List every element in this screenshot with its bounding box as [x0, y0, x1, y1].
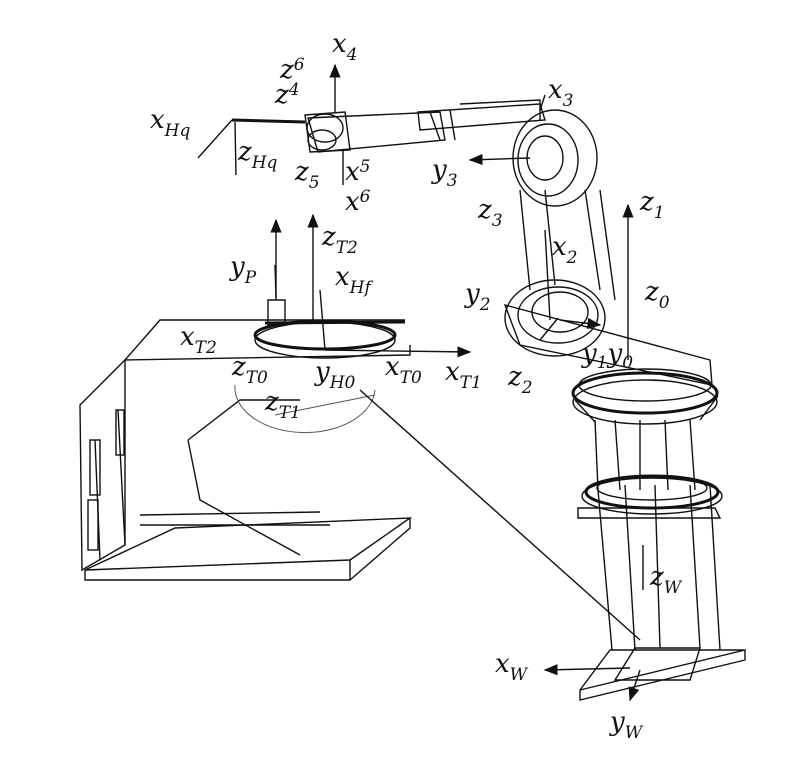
label-zHq: zHq [237, 137, 278, 173]
svg-text:x5: x5 [345, 157, 371, 187]
svg-text:y3: y3 [431, 155, 458, 191]
svg-text:x6: x6 [345, 187, 371, 217]
label-y3: y3 [431, 155, 458, 191]
sightline [359, 389, 641, 641]
robot-column [594, 419, 721, 651]
label-x3: x3 [548, 75, 574, 111]
waist-flange [577, 474, 723, 519]
label-zT1: zT1 [264, 387, 301, 423]
label-zT2: zT2 [321, 222, 358, 258]
svg-text:xHf: xHf [335, 262, 373, 298]
label-xT2: xT2 [180, 322, 217, 358]
label-z6: z6 [279, 55, 305, 85]
forearm [307, 99, 546, 153]
svg-text:z6: z6 [279, 55, 305, 85]
label-z3: z3 [477, 195, 503, 231]
svg-text:x3: x3 [548, 75, 574, 111]
svg-text:z1: z1 [639, 187, 665, 223]
svg-text:z3: z3 [477, 195, 503, 231]
svg-text:zHq: zHq [237, 137, 278, 173]
wrist [231, 111, 351, 153]
label-xT0: xT0 [385, 352, 422, 388]
svg-text:zT0: zT0 [231, 352, 268, 388]
svg-text:yW: yW [609, 707, 644, 743]
svg-text:z5: z5 [294, 157, 320, 193]
svg-text:xT0: xT0 [385, 352, 422, 388]
svg-text:xT1: xT1 [445, 357, 482, 393]
svg-text:z4: z4 [274, 80, 300, 110]
label-y2: y2 [464, 279, 491, 315]
svg-text:yH0: yH0 [314, 357, 356, 393]
svg-text:zT2: zT2 [321, 222, 358, 258]
svg-text:y2: y2 [464, 279, 491, 315]
label-z4: z4 [274, 80, 300, 110]
shoulder-turntable [571, 368, 719, 425]
label-z0: z0 [644, 277, 670, 313]
svg-text:xT2: xT2 [180, 322, 217, 358]
label-y1y0: y1y0 [581, 339, 633, 373]
svg-text:zT1: zT1 [264, 387, 301, 423]
label-z1: z1 [639, 187, 665, 223]
svg-text:yP: yP [229, 252, 257, 288]
label-xHf: xHf [335, 262, 373, 298]
label-yP: yP [229, 252, 257, 288]
positioner-base [79, 319, 413, 581]
label-x4: x4 [332, 29, 358, 65]
label-x6: x6 [345, 187, 371, 217]
label-x2: x2 [552, 232, 578, 268]
lower-arm [503, 189, 713, 386]
label-z5: z5 [294, 157, 320, 193]
label-zT0: zT0 [231, 352, 268, 388]
svg-text:z2: z2 [507, 362, 533, 398]
label-xHq: xHq [150, 105, 190, 141]
svg-text:z0: z0 [644, 277, 670, 313]
label-yW: yW [609, 707, 644, 743]
label-xW: xW [495, 649, 529, 685]
label-zW: zW [649, 562, 683, 598]
svg-text:x2: x2 [552, 232, 578, 268]
svg-text:zW: zW [649, 562, 683, 598]
svg-text:y1y0: y1y0 [581, 339, 633, 373]
label-z2: z2 [507, 362, 533, 398]
label-yH0: yH0 [314, 357, 356, 393]
svg-text:xHq: xHq [150, 105, 190, 141]
svg-text:xW: xW [495, 649, 529, 685]
robot-base-plate [579, 647, 746, 701]
svg-text:x4: x4 [332, 29, 358, 65]
label-xT1: xT1 [445, 357, 482, 393]
axes [197, 63, 644, 702]
label-x5: x5 [345, 157, 371, 187]
